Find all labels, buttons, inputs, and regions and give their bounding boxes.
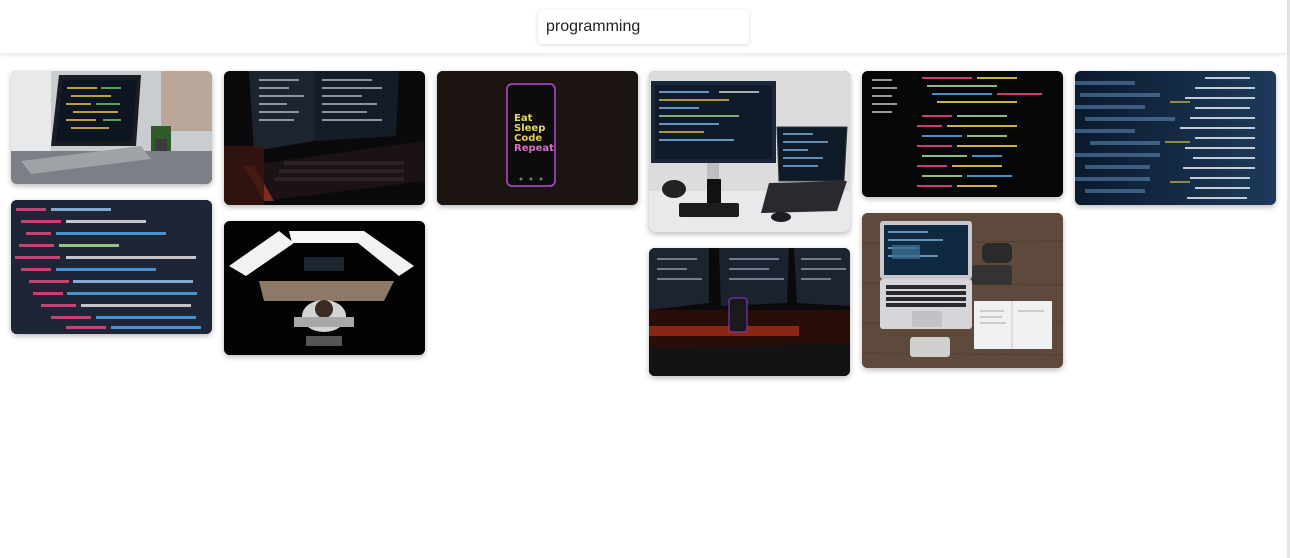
photo-laptop-desk[interactable] [11, 71, 212, 184]
photo-monitor-laptop-workstation[interactable] [649, 71, 850, 232]
photo-blurred-code-screen[interactable] [1075, 71, 1276, 205]
phone-text-line-3: Code [514, 133, 542, 144]
scrollbar-track[interactable] [1287, 0, 1290, 558]
top-bar [0, 0, 1287, 54]
photo-laptop-notebook-wooden-desk[interactable] [862, 213, 1063, 368]
phone-text-line-2: Sleep [514, 123, 545, 134]
search-input[interactable] [538, 10, 749, 44]
photo-dark-room-monitors-red-glow[interactable] [649, 248, 850, 376]
phone-text-line-1: Eat [514, 113, 533, 124]
photo-code-closeup-pink[interactable] [11, 200, 212, 334]
photo-dual-monitor-keyboard[interactable] [224, 71, 425, 205]
photo-code-editor-dark[interactable] [862, 71, 1063, 197]
photo-overhead-desk-setup[interactable] [224, 221, 425, 355]
phone-text-line-4: Repeat [514, 143, 554, 154]
photo-phone-eat-sleep-code[interactable]: Eat Sleep Code Repeat [437, 71, 638, 205]
